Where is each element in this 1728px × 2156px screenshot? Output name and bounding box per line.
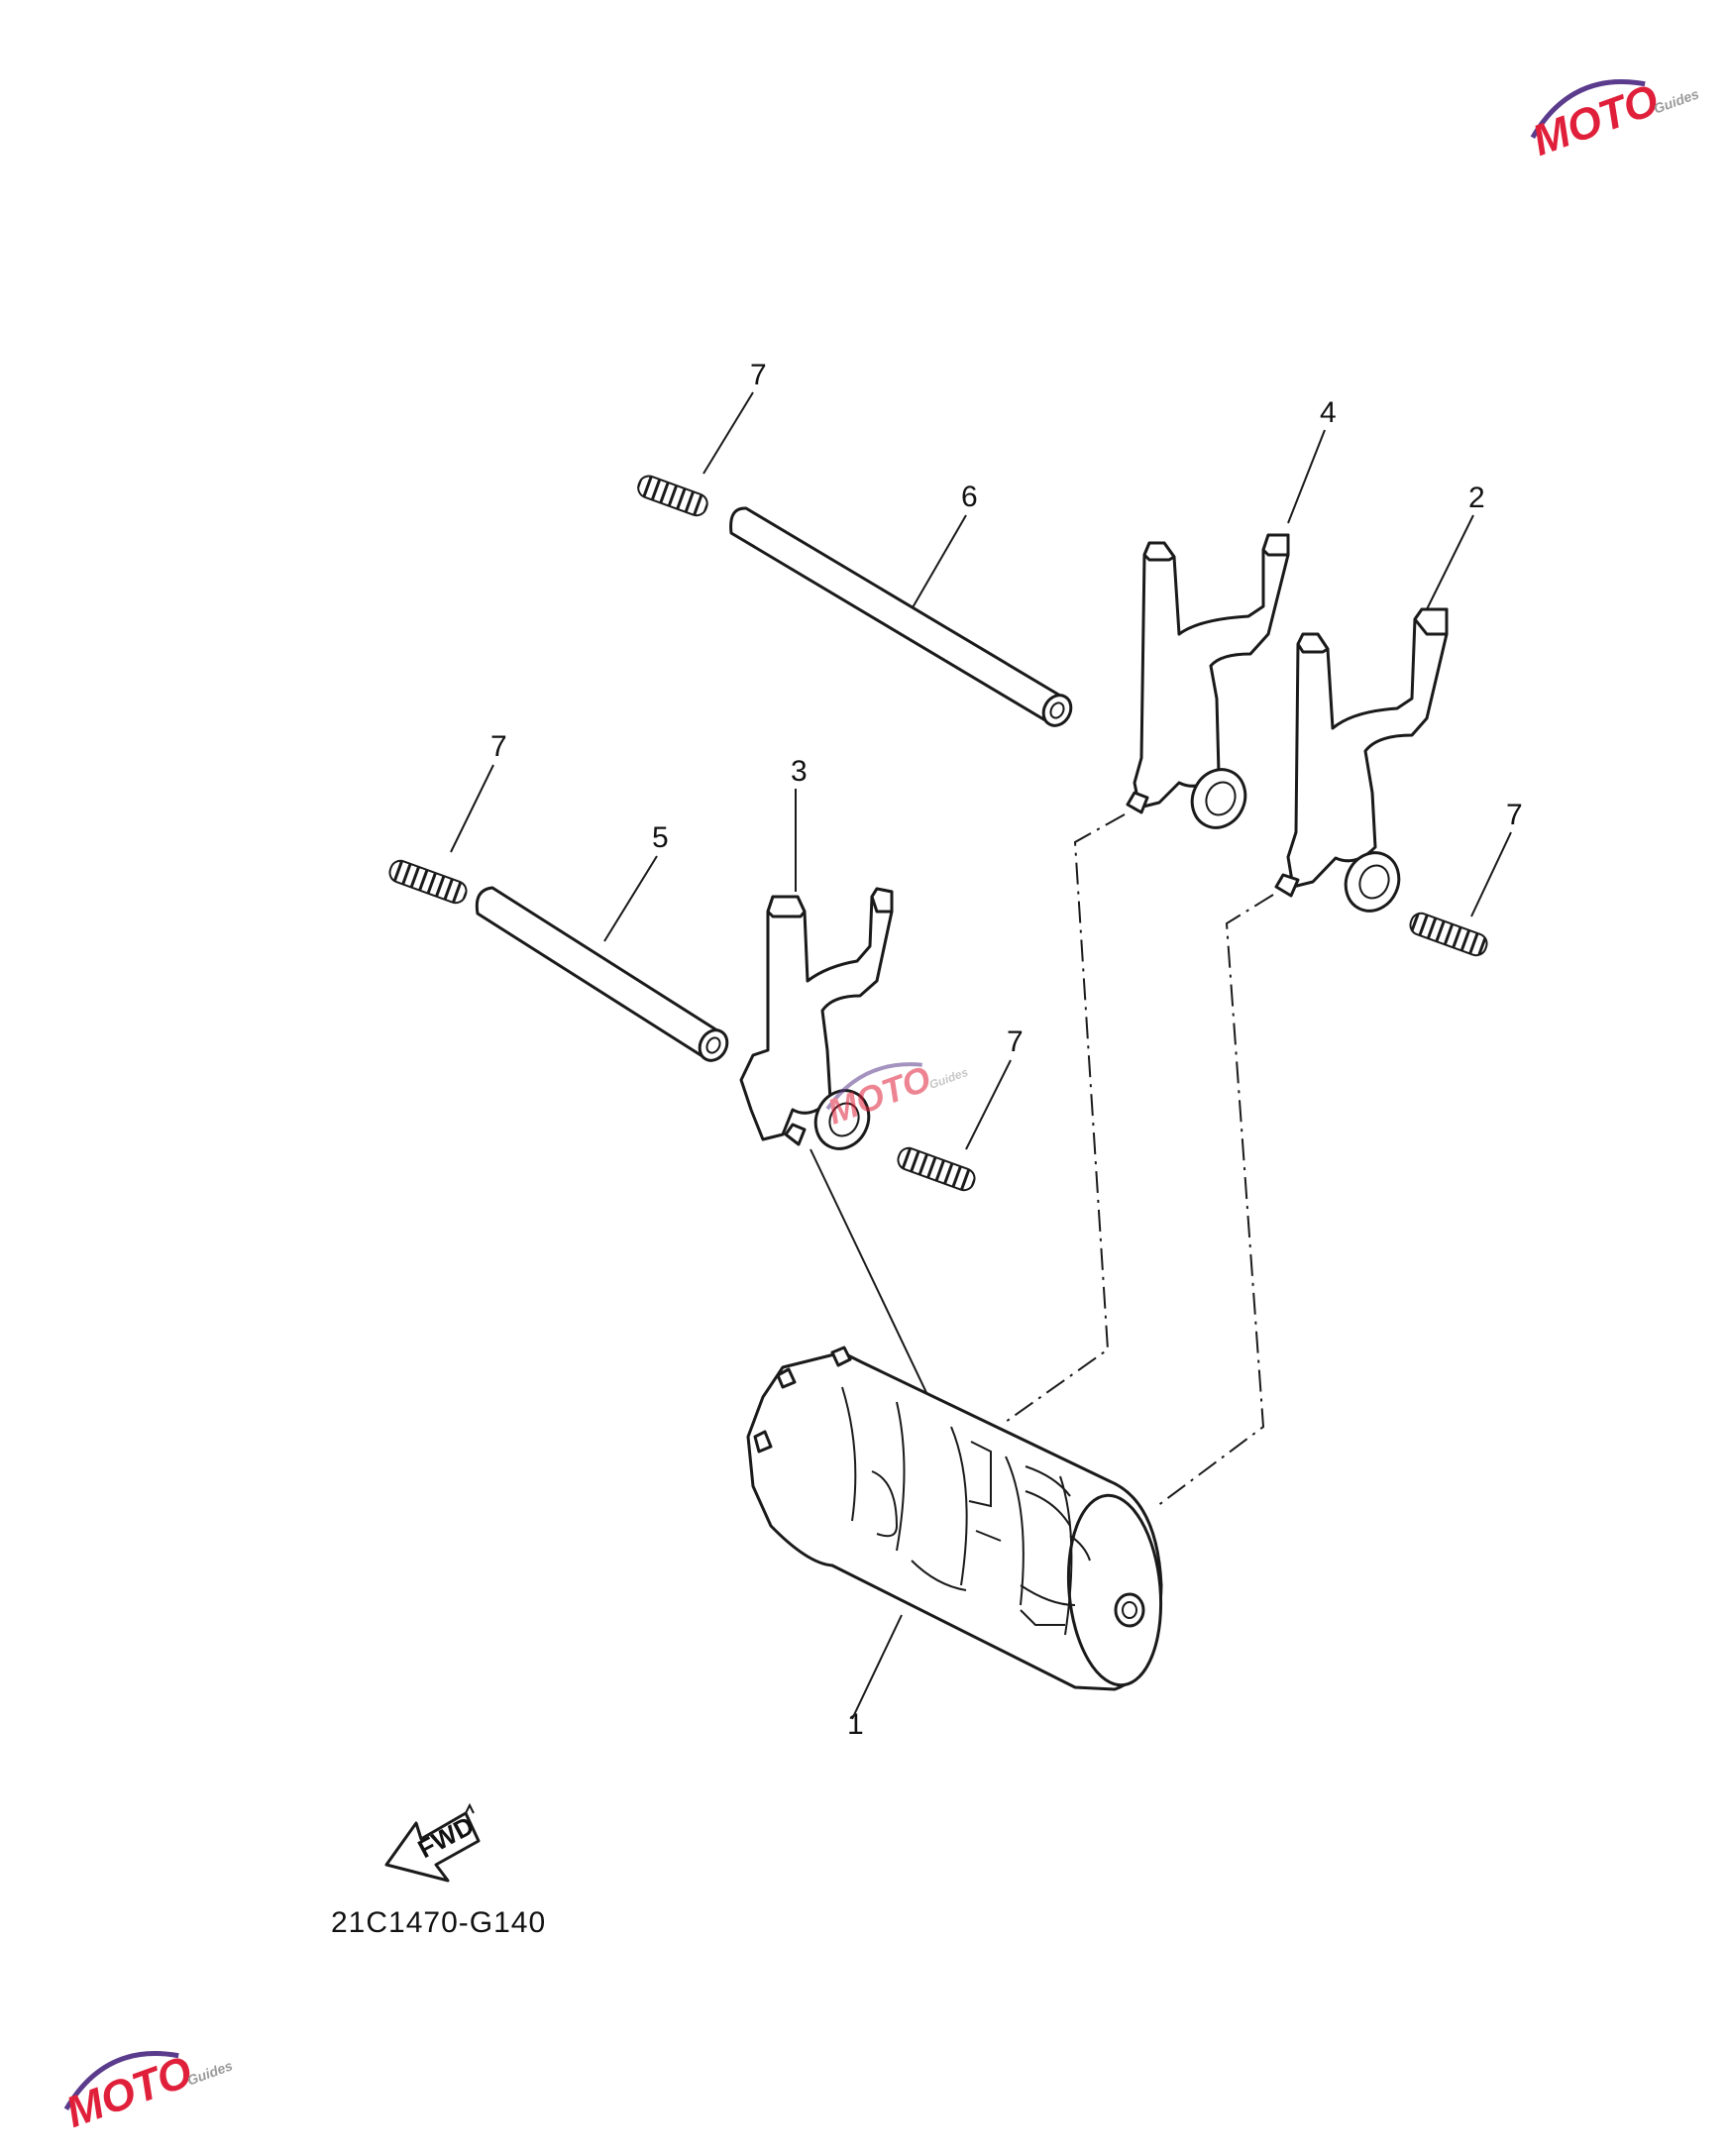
shift-shaft-5: [475, 886, 729, 1062]
callout-7-right: 7: [1506, 799, 1523, 831]
callout-7-top: 7: [750, 359, 767, 391]
callout-7-left: 7: [490, 730, 507, 763]
callout-1: 1: [847, 1708, 864, 1741]
diagram-code: 21C1470-G140: [331, 1906, 546, 1939]
callout-2: 2: [1468, 482, 1485, 514]
spring-top: [637, 475, 708, 517]
callout-7-mid: 7: [1007, 1025, 1024, 1058]
watermark-bottom: MOTO Guides: [59, 2047, 235, 2137]
spring-mid: [897, 1146, 976, 1192]
spring-right: [1409, 912, 1488, 957]
spring-left: [388, 859, 468, 905]
shift-fork-4: [1126, 533, 1290, 829]
svg-text:Guides: Guides: [1652, 85, 1701, 116]
svg-text:MOTO: MOTO: [59, 2047, 198, 2137]
watermark-top: MOTO Guides: [1526, 75, 1701, 165]
watermark-mid: MOTO Guides: [822, 1057, 971, 1132]
svg-text:Guides: Guides: [185, 2057, 235, 2088]
forward-arrow-icon: FWD: [384, 1802, 481, 1883]
svg-text:Guides: Guides: [927, 1065, 970, 1092]
shift-fork-2: [1274, 607, 1449, 913]
leader-lines: [450, 391, 1512, 1720]
shift-drum-1: [746, 1346, 1163, 1691]
svg-text:MOTO: MOTO: [1526, 75, 1665, 165]
callout-4: 4: [1320, 396, 1337, 429]
shift-shaft-6: [729, 506, 1073, 727]
callout-3: 3: [791, 755, 808, 788]
callout-labels: 7 6 4 2 7 5 3 7 7 1: [490, 359, 1523, 1741]
callout-5: 5: [652, 821, 669, 854]
callout-6: 6: [961, 481, 978, 513]
